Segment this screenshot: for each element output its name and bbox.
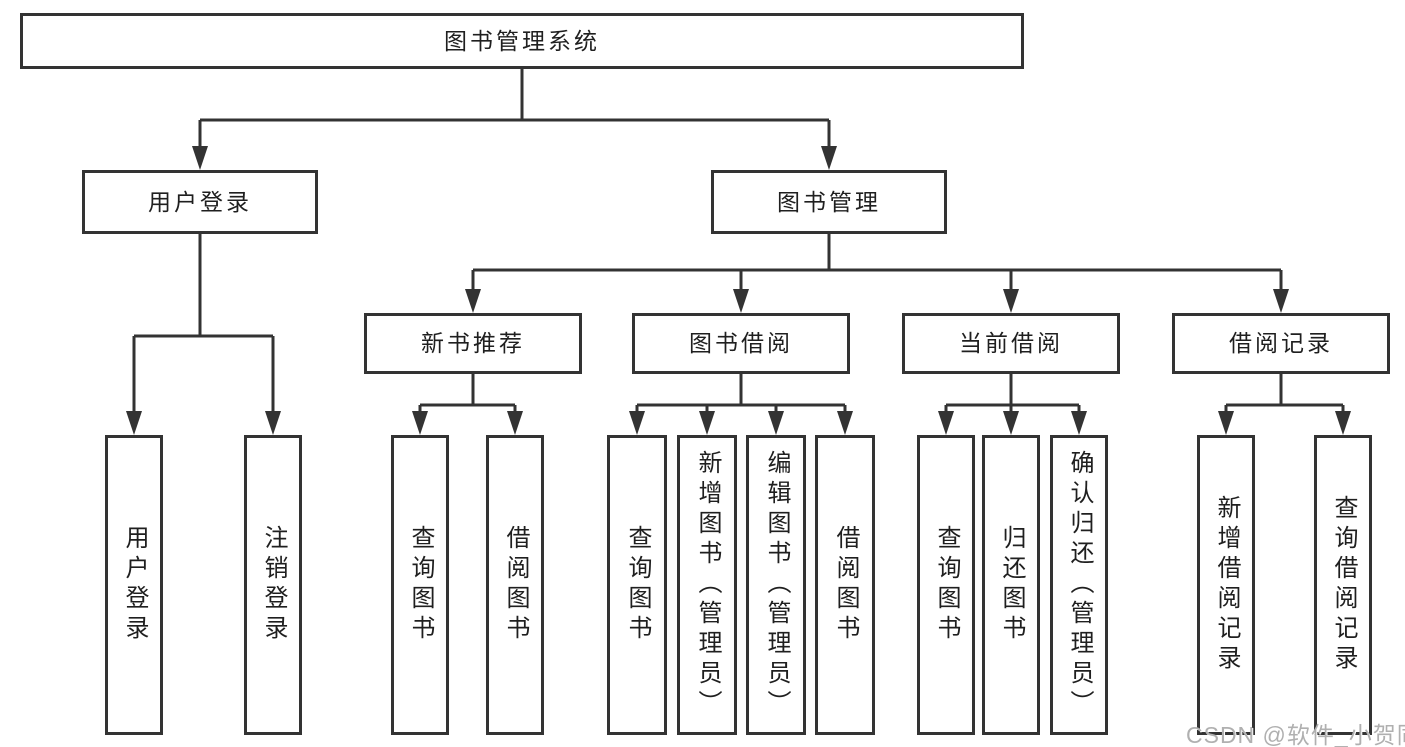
node-system-root-label: 图书管理系统 — [444, 27, 600, 54]
leaf-logout: 注销登录 — [244, 435, 302, 735]
node-book-borrow-label: 图书借阅 — [689, 330, 793, 356]
connector-root — [198, 69, 831, 156]
node-new-book-recommend: 新书推荐 — [364, 313, 582, 374]
leaf-current-return-books-label: 归还图书 — [998, 525, 1025, 645]
leaf-borrow-add-books-admin-label: 新增图书（管理员） — [694, 450, 721, 720]
node-current-borrow-label: 当前借阅 — [959, 330, 1063, 356]
node-system-root: 图书管理系统 — [20, 13, 1024, 69]
leaf-borrow-borrow-books: 借阅图书 — [815, 435, 875, 735]
leaf-current-query-books: 查询图书 — [917, 435, 975, 735]
node-book-management: 图书管理 — [711, 170, 947, 234]
connector-user-login — [132, 234, 275, 421]
connector-current-borrow — [944, 374, 1081, 421]
node-user-login-label: 用户登录 — [148, 188, 252, 215]
watermark-text: CSDN @软件_小贺同学 — [1186, 722, 1405, 747]
leaf-recommend-borrow-books-label: 借阅图书 — [502, 525, 529, 645]
leaf-logout-label: 注销登录 — [260, 525, 287, 645]
leaf-recommend-borrow-books: 借阅图书 — [486, 435, 544, 735]
leaf-current-return-books: 归还图书 — [982, 435, 1040, 735]
leaf-recommend-query-books: 查询图书 — [391, 435, 449, 735]
leaf-current-confirm-return-admin-label: 确认归还（管理员） — [1066, 450, 1093, 720]
leaf-borrow-edit-books-admin-label: 编辑图书（管理员） — [763, 450, 790, 720]
leaf-borrow-borrow-books-label: 借阅图书 — [832, 525, 859, 645]
leaf-current-confirm-return-admin: 确认归还（管理员） — [1050, 435, 1108, 735]
connector-book-borrow — [635, 374, 847, 421]
connector-new-book-recommend — [418, 374, 517, 421]
node-borrow-records-label: 借阅记录 — [1229, 330, 1333, 356]
node-current-borrow: 当前借阅 — [902, 313, 1120, 374]
connector-borrow-records — [1224, 374, 1345, 421]
leaf-user-login-label: 用户登录 — [121, 525, 148, 645]
node-borrow-records: 借阅记录 — [1172, 313, 1390, 374]
leaf-records-query-record: 查询借阅记录 — [1314, 435, 1372, 735]
leaf-borrow-query-books-label: 查询图书 — [624, 525, 651, 645]
leaf-recommend-query-books-label: 查询图书 — [407, 525, 434, 645]
leaf-borrow-add-books-admin: 新增图书（管理员） — [677, 435, 737, 735]
connector-book-management — [471, 234, 1283, 297]
leaf-user-login: 用户登录 — [105, 435, 163, 735]
node-book-borrow: 图书借阅 — [632, 313, 850, 374]
leaf-current-query-books-label: 查询图书 — [933, 525, 960, 645]
node-new-book-recommend-label: 新书推荐 — [421, 330, 525, 356]
leaf-borrow-edit-books-admin: 编辑图书（管理员） — [746, 435, 806, 735]
leaf-records-add-record: 新增借阅记录 — [1197, 435, 1255, 735]
leaf-borrow-query-books: 查询图书 — [607, 435, 667, 735]
leaf-records-query-record-label: 查询借阅记录 — [1330, 495, 1357, 675]
node-user-login: 用户登录 — [82, 170, 318, 234]
leaf-records-add-record-label: 新增借阅记录 — [1213, 495, 1240, 675]
node-book-management-label: 图书管理 — [777, 188, 881, 215]
